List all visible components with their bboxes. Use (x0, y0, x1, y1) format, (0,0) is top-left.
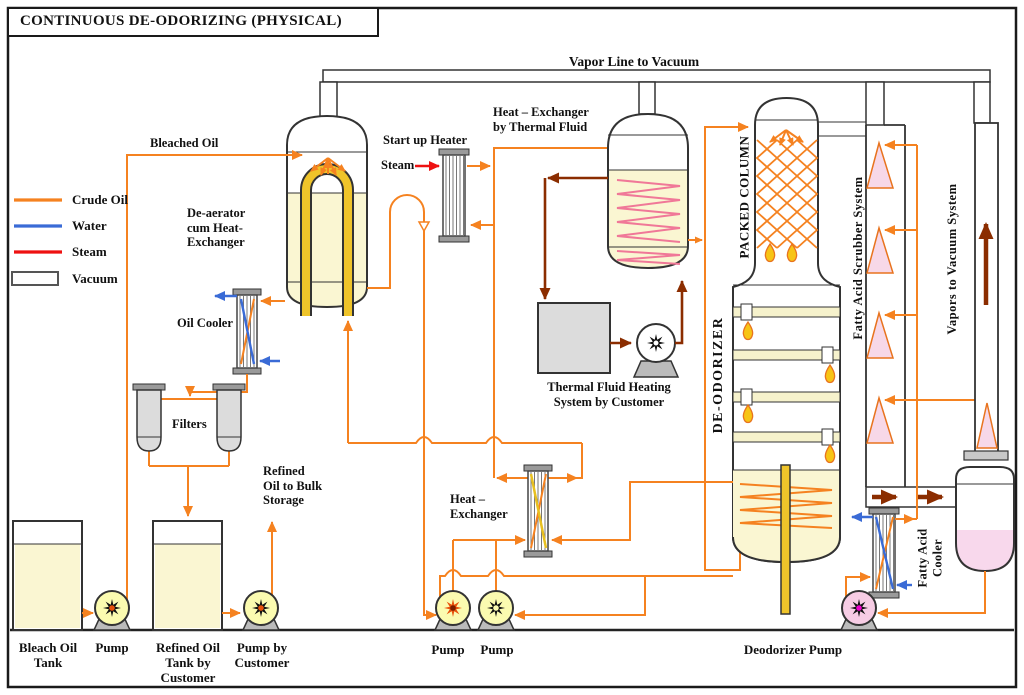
trays (732, 303, 841, 446)
deodorizer-outlet-lines (439, 481, 733, 620)
pump-customer-label: Pump by Customer (234, 640, 290, 671)
hot-oil-riser (493, 143, 638, 478)
thermal-heating-label: Thermal Fluid Heating System by Customer (547, 380, 671, 409)
vapor-line-duct (319, 69, 991, 126)
thermal-fluid-heat-exchanger-vessel (607, 112, 689, 270)
bleached-oil-line (82, 150, 303, 618)
legend-vacuum: Vacuum (72, 271, 118, 286)
spray-arrows (310, 157, 346, 176)
thermal-fluid-circuit (537, 172, 688, 378)
oil-cooler-label: Oil Cooler (177, 316, 233, 330)
economizer-heat-exchanger (343, 320, 583, 591)
spray-arrows (769, 129, 804, 146)
refined-bulk-label: Refined Oil to Bulk Storage (263, 464, 323, 507)
page-title: CONTINUOUS DE-ODORIZING (PHYSICAL) (20, 13, 342, 29)
legend-crude-oil: Crude Oil (72, 192, 128, 207)
heat-exchanger-label: Heat – Exchanger (450, 492, 508, 521)
heating-coil (616, 179, 681, 243)
bleach-tank-label: Bleach Oil Tank (18, 640, 78, 671)
bleach-oil-tank (12, 520, 83, 631)
pump4-label: Pump (480, 642, 514, 657)
deaerator-vessel (286, 114, 368, 316)
deodorizer-pump (839, 590, 879, 631)
vapor-line-label: Vapor Line to Vacuum (568, 54, 700, 69)
pump-3 (433, 590, 473, 631)
fa-scrubber-label: Fatty Acid Scrubber System (850, 176, 865, 340)
startup-heater-label: Start up Heater (383, 133, 468, 147)
deodorizer-pump-label: Deodorizer Pump (743, 642, 843, 657)
bleached-oil-label: Bleached Oil (150, 136, 219, 150)
packed-column (732, 96, 841, 615)
packed-column-label: PACKED COLUMN (736, 135, 752, 259)
refined-tank-label: Refined Oil Tank by Customer (156, 640, 220, 686)
spray-triangles (866, 140, 895, 444)
pump1-label: Pump (95, 640, 129, 655)
deodorizer-label: DE-ODORIZER (710, 316, 726, 434)
pump3-label: Pump (431, 642, 465, 657)
pump-by-customer (241, 590, 281, 631)
fatty-acid-scrubber-column (818, 121, 987, 519)
thermal-fluid-heating-box (537, 302, 611, 374)
filters-label: Filters (172, 417, 207, 431)
refined-oil-tank (152, 520, 223, 631)
thermal-fluid-pump (632, 323, 680, 378)
deaerator-label: De-aerator cum Heat- Exchanger (187, 206, 246, 249)
pump-bleach-oil (92, 590, 132, 631)
pump-4 (476, 590, 516, 631)
deaerator-outlet-loop (367, 194, 437, 620)
vacuum-column (877, 122, 1015, 618)
fa-cooler-label: Fatty Acid Cooler (915, 528, 945, 588)
legend-swatches (11, 198, 62, 286)
steam-label: Steam (381, 158, 415, 172)
startup-heater-exchanger (415, 148, 494, 243)
legend-water: Water (72, 218, 107, 233)
center-rod (780, 464, 791, 615)
vacuum-swatch (11, 271, 59, 286)
thermal-he-label: Heat – Exchanger by Thermal Fluid (493, 105, 589, 134)
fatty-acid-cooler-exchanger (845, 507, 917, 599)
vapors-vacuum-label: Vapors to Vacuum System (944, 183, 959, 335)
legend-steam: Steam (72, 244, 107, 259)
fatty-acid-receiver-vessel (955, 466, 1015, 573)
filters (132, 383, 246, 517)
packing-lattice (755, 139, 819, 249)
